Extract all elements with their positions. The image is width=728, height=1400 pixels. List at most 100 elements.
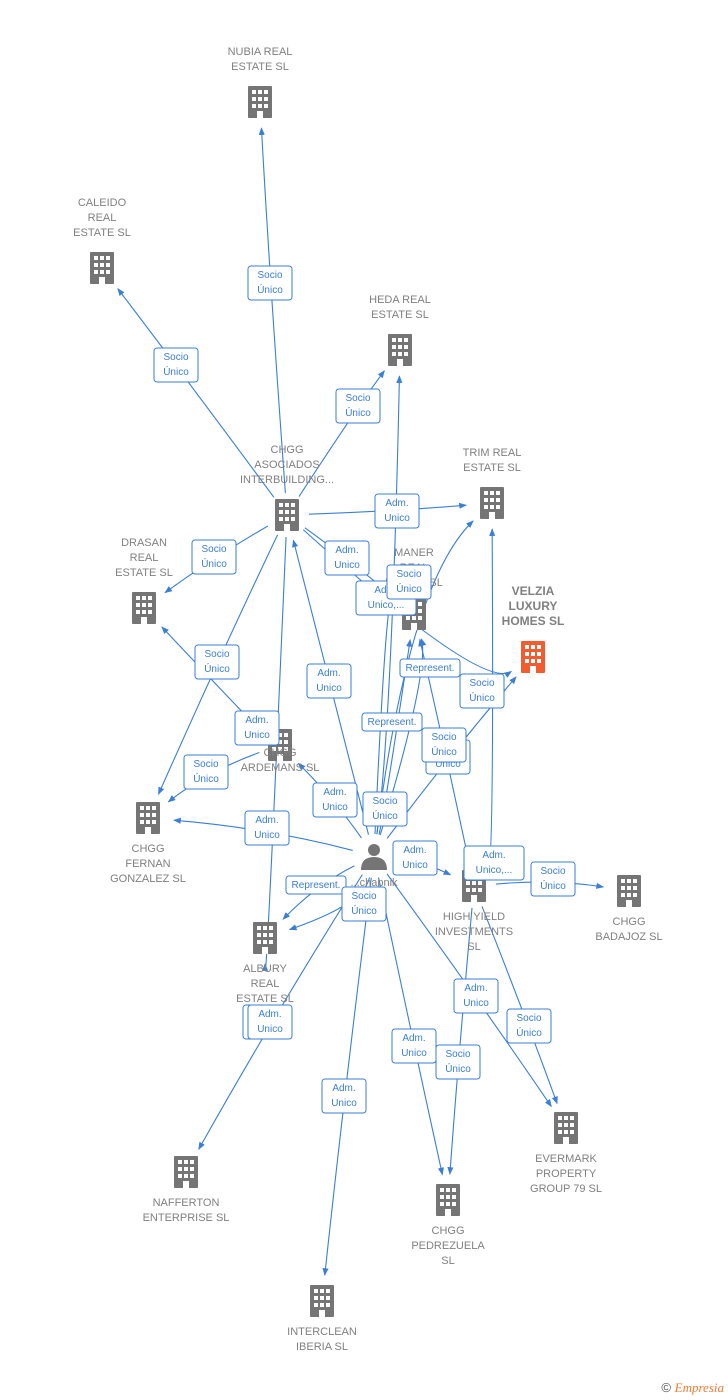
node-label-line: REAL (251, 978, 280, 990)
node-label-line: NUBIA REAL (228, 46, 293, 58)
node-label-line: ENTERPRISE SL (143, 1212, 230, 1224)
edge-label[interactable]: Adm.Unico (321, 1078, 367, 1114)
node-label-line: EVERMARK (535, 1153, 597, 1165)
brand-logo[interactable]: Empresia (674, 1380, 724, 1395)
edge-label-text: Único (431, 745, 457, 758)
edge-label[interactable]: Adm. Unico (306, 663, 352, 699)
edge-label-box (244, 810, 290, 846)
edge-person-to-pedrezuela (377, 877, 444, 1176)
edge-label[interactable]: Represent. (285, 875, 347, 895)
edge-label-text: Represent. (292, 880, 341, 891)
building-icon (132, 592, 156, 624)
edge-label[interactable]: Adm.Unico (391, 1028, 437, 1064)
node-label-line: ARDEMANS SL (241, 762, 320, 774)
edge-label-text: Único (201, 557, 227, 570)
edge-label[interactable]: Adm.Unico (392, 840, 438, 876)
edge-label-text: Unico (257, 1024, 283, 1035)
edge-label-box (399, 658, 461, 678)
building-icon (554, 1112, 578, 1144)
node-label-line: CHGG (432, 1225, 465, 1237)
node-label-line: ESTATE SL (73, 227, 131, 239)
node-label-line: CHGG (271, 444, 304, 456)
building-icon (253, 922, 277, 954)
edge-label-text: Unico (331, 1098, 357, 1109)
node-label-line: INVESTMENTS (435, 926, 513, 938)
edge-label-text: Adm. (402, 1033, 425, 1044)
edge-label-text: Adm. (385, 498, 408, 509)
edge-label-box (362, 791, 408, 827)
person-icon (361, 844, 387, 870)
edge-label[interactable]: Adm.Unico (312, 782, 358, 818)
edge-label-text: Único (163, 365, 189, 378)
edge-labels-layer: SocioÚnicoSocioÚnicoSocioÚnicoAdm.UnicoS… (153, 265, 576, 1114)
edge-label-box (453, 978, 499, 1014)
edge-label[interactable]: Adm.Unico,... (463, 845, 525, 881)
edge-label-text: Adm. (317, 668, 340, 679)
edge-label-text: Adm. (255, 815, 278, 826)
edge-label-text: Adm. (374, 585, 397, 596)
edge-label-text: Represent. (368, 717, 417, 728)
node-chgg_asoc[interactable]: CHGGASOCIADOSINTERBUILDING... (240, 444, 334, 531)
edge-label-box (463, 845, 525, 881)
edge-label-text: Socio (469, 678, 494, 689)
edge-label-text: Unico (316, 683, 342, 694)
edge-label-text: Socio (396, 569, 421, 580)
edge-label-box (361, 712, 423, 732)
edge-label[interactable]: Adm.Unico (374, 493, 420, 529)
edge-label-text: Único (540, 879, 566, 892)
edge-label[interactable]: Represent. (361, 712, 423, 732)
edge-label-text: Adm. (258, 1009, 281, 1020)
edge-label-box (306, 663, 352, 699)
edge-label[interactable]: Adm.Unico (324, 540, 370, 576)
edge-label-text: Socio (516, 1013, 541, 1024)
edge-label[interactable]: Adm. Unico (247, 1004, 293, 1040)
edge-label[interactable]: Adm.Unico (453, 978, 499, 1014)
edge-label[interactable]: Represent. (399, 658, 461, 678)
edge-label[interactable]: Adm.Unico (234, 710, 280, 746)
edge-person-to-interclean (322, 877, 372, 1276)
node-label-line: HOMES SL (502, 614, 565, 628)
edge-label[interactable]: Adm.Unico (244, 810, 290, 846)
edge-chgg_asoc-to-nubia (258, 127, 286, 494)
edge-label-text: Único (396, 582, 422, 595)
node-label-line: ESTATE SL (236, 993, 294, 1005)
edge-label-text: Socio (445, 1049, 470, 1060)
edge-label-box (191, 539, 237, 575)
edge-label-text: Unico (463, 998, 489, 1009)
edge-label-text: Socio (163, 352, 188, 363)
edge-label-text: Único (372, 809, 398, 822)
node-label-line: REAL (130, 552, 159, 564)
edge-label-box (247, 265, 293, 301)
edge-label-text: Único (193, 772, 219, 785)
